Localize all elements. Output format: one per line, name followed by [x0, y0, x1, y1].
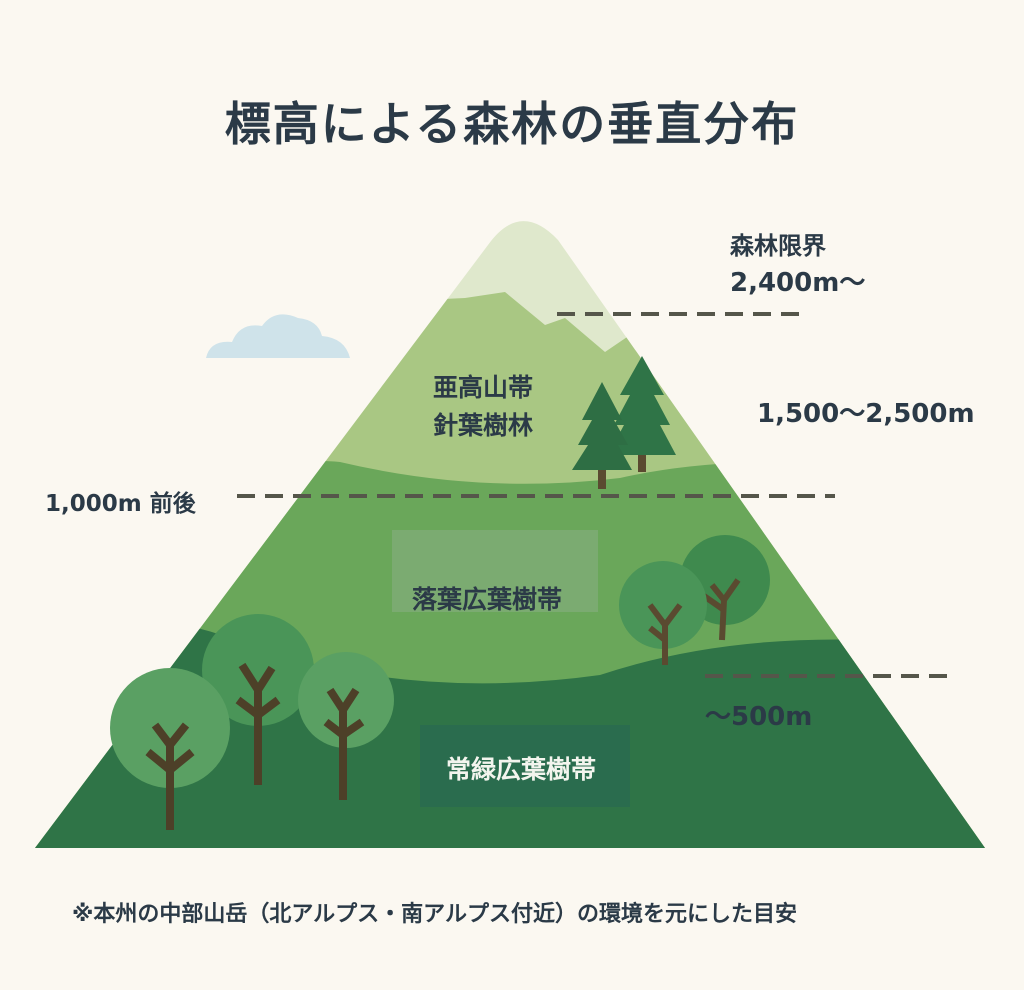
conifer-tree-icon — [572, 382, 632, 489]
evergreen-boundary-label: 〜500m — [705, 702, 813, 732]
treeline-label: 森林限界 — [730, 232, 826, 260]
broadleaf-tree-icon — [110, 668, 230, 830]
evergreen-label-box — [420, 725, 630, 807]
subalpine-label-2: 針葉樹林 — [433, 411, 534, 440]
subalpine-label-1: 亜高山帯 — [433, 373, 534, 402]
broadleaf-tree-icon — [619, 561, 707, 665]
treeline-elevation: 2,400m〜 — [730, 268, 866, 298]
cloud-icon — [206, 314, 350, 358]
page-title: 標高による森林の垂直分布 — [224, 97, 800, 151]
subalpine-elevation: 1,500〜2,500m — [757, 399, 975, 429]
broadleaf-tree-icon — [298, 652, 394, 800]
deciduous-label-box — [392, 530, 598, 612]
footnote: ※本州の中部山岳（北アルプス・南アルプス付近）の環境を元にした目安 — [72, 902, 797, 927]
deciduous-boundary-label: 1,000m 前後 — [45, 491, 196, 517]
deciduous-label: 落葉広葉樹帯 — [412, 585, 563, 614]
conifer-tree-icon — [608, 356, 676, 472]
evergreen-label: 常緑広葉樹帯 — [446, 755, 597, 784]
broadleaf-tree-icon — [202, 614, 314, 785]
